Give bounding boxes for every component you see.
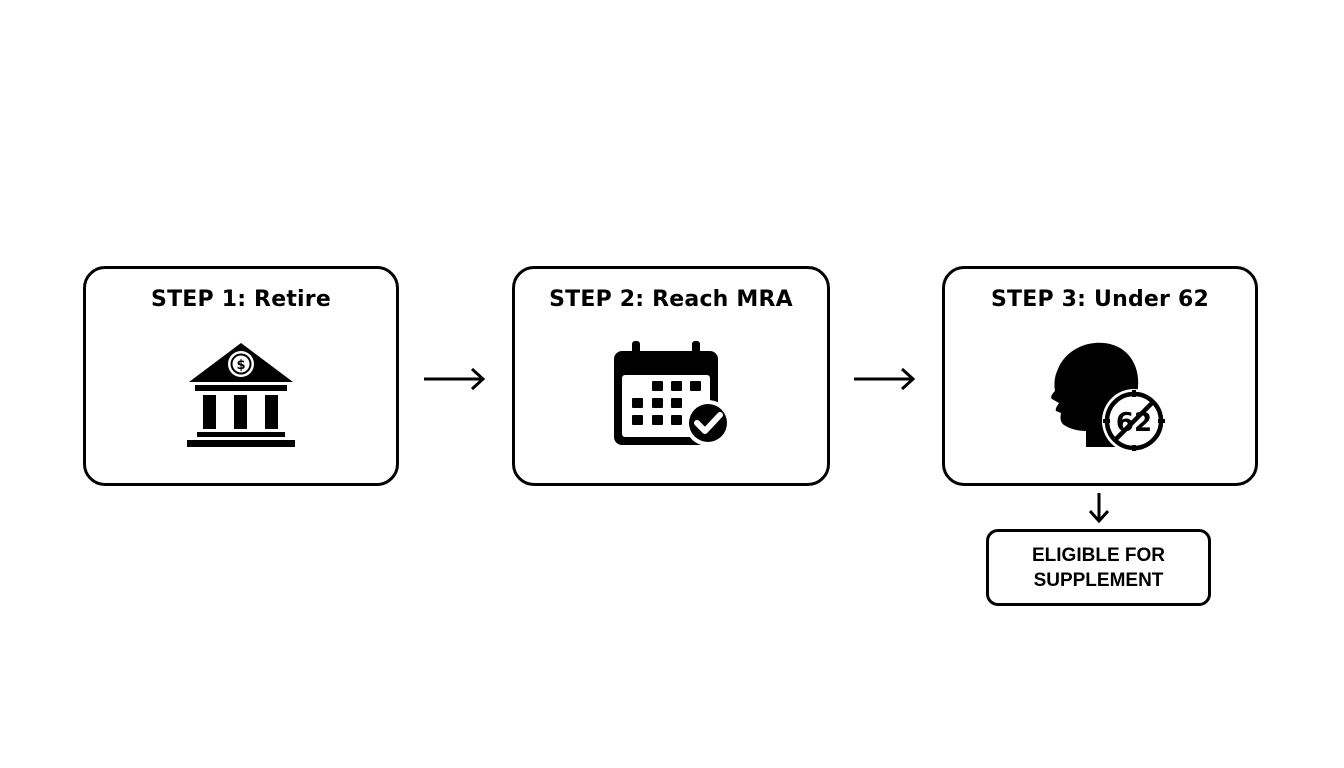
head-age-62-icon: 62 [945,339,1255,451]
svg-text:$: $ [236,358,245,373]
calendar-check-icon [515,339,827,451]
arrow-right-icon [424,367,486,391]
arrow-down-icon [1088,493,1110,524]
eligible-supplement-box: ELIGIBLE FOR SUPPLEMENT [986,529,1211,606]
step-1-title: STEP 1: Retire [151,287,331,312]
arrow-right-icon [854,367,916,391]
step-2-title: STEP 2: Reach MRA [549,287,793,312]
step-3-title: STEP 3: Under 62 [991,287,1209,312]
step-3-box: STEP 3: Under 62 62 [942,266,1258,486]
result-line-1: ELIGIBLE FOR [1032,544,1165,566]
bank-dollar-icon: $ [86,339,396,451]
step-1-box: STEP 1: Retire $ [83,266,399,486]
result-line-2: SUPPLEMENT [1033,569,1164,591]
step-2-box: STEP 2: Reach MRA [512,266,830,486]
